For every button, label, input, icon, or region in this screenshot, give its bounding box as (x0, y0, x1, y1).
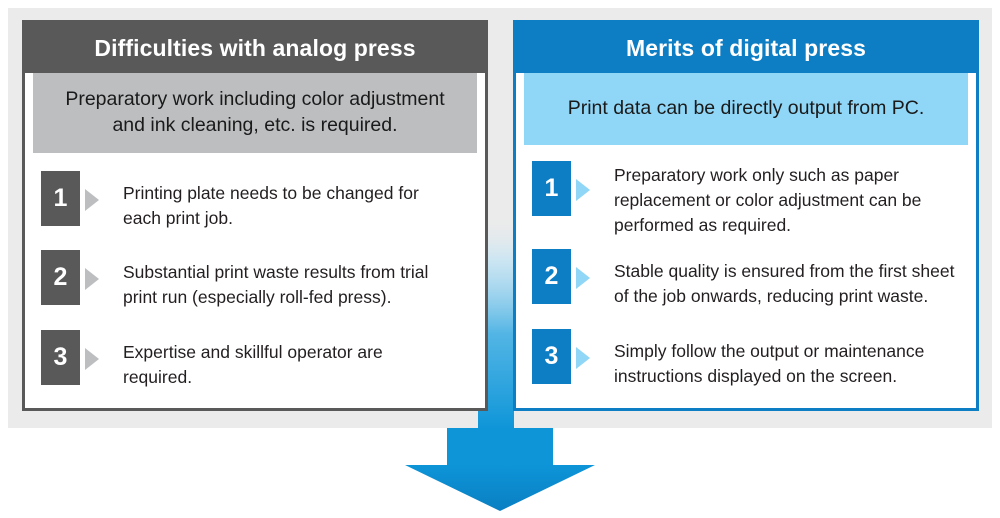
item-number-badge: 3 (532, 329, 571, 384)
list-item: 2 Substantial print waste results from t… (41, 250, 471, 310)
triangle-bullet-icon (576, 179, 605, 201)
item-number-badge: 1 (532, 161, 571, 216)
item-number-badge: 2 (41, 250, 80, 305)
triangle-bullet-icon (85, 189, 114, 211)
panel-body-digital: 1 Preparatory work only such as paper re… (516, 145, 976, 408)
triangle-bullet-icon (576, 267, 605, 289)
list-item-text: Substantial print waste results from tri… (123, 262, 429, 307)
triangle-bullet-icon (576, 347, 605, 369)
panel-body-analog: 1 Printing plate needs to be changed for… (25, 153, 485, 408)
list-item: 2 Stable quality is ensured from the fir… (532, 249, 962, 309)
panel-digital-press: Merits of digital press Print data can b… (513, 20, 979, 411)
panel-subtitle-digital: Print data can be directly output from P… (524, 73, 968, 145)
item-number-badge: 2 (532, 249, 571, 304)
item-number-badge: 3 (41, 330, 80, 385)
item-number-badge: 1 (41, 171, 80, 226)
triangle-bullet-icon (85, 268, 114, 290)
panel-subtitle-analog: Preparatory work including color adjustm… (33, 73, 477, 153)
panel-analog-press: Difficulties with analog press Preparato… (22, 20, 488, 411)
list-item: 1 Preparatory work only such as paper re… (532, 161, 962, 238)
list-item-text: Simply follow the output or maintenance … (614, 341, 925, 386)
panel-title-analog: Difficulties with analog press (25, 23, 485, 73)
list-item-text: Preparatory work only such as paper repl… (614, 165, 922, 235)
panel-title-digital: Merits of digital press (516, 23, 976, 73)
list-item: 1 Printing plate needs to be changed for… (41, 171, 471, 231)
triangle-bullet-icon (85, 348, 114, 370)
list-item: 3 Expertise and skillful operator are re… (41, 330, 471, 390)
list-item-text: Stable quality is ensured from the first… (614, 261, 955, 306)
list-item-text: Printing plate needs to be changed for e… (123, 183, 419, 228)
list-item-text: Expertise and skillful operator are requ… (123, 342, 383, 387)
list-item: 3 Simply follow the output or maintenanc… (532, 329, 962, 389)
